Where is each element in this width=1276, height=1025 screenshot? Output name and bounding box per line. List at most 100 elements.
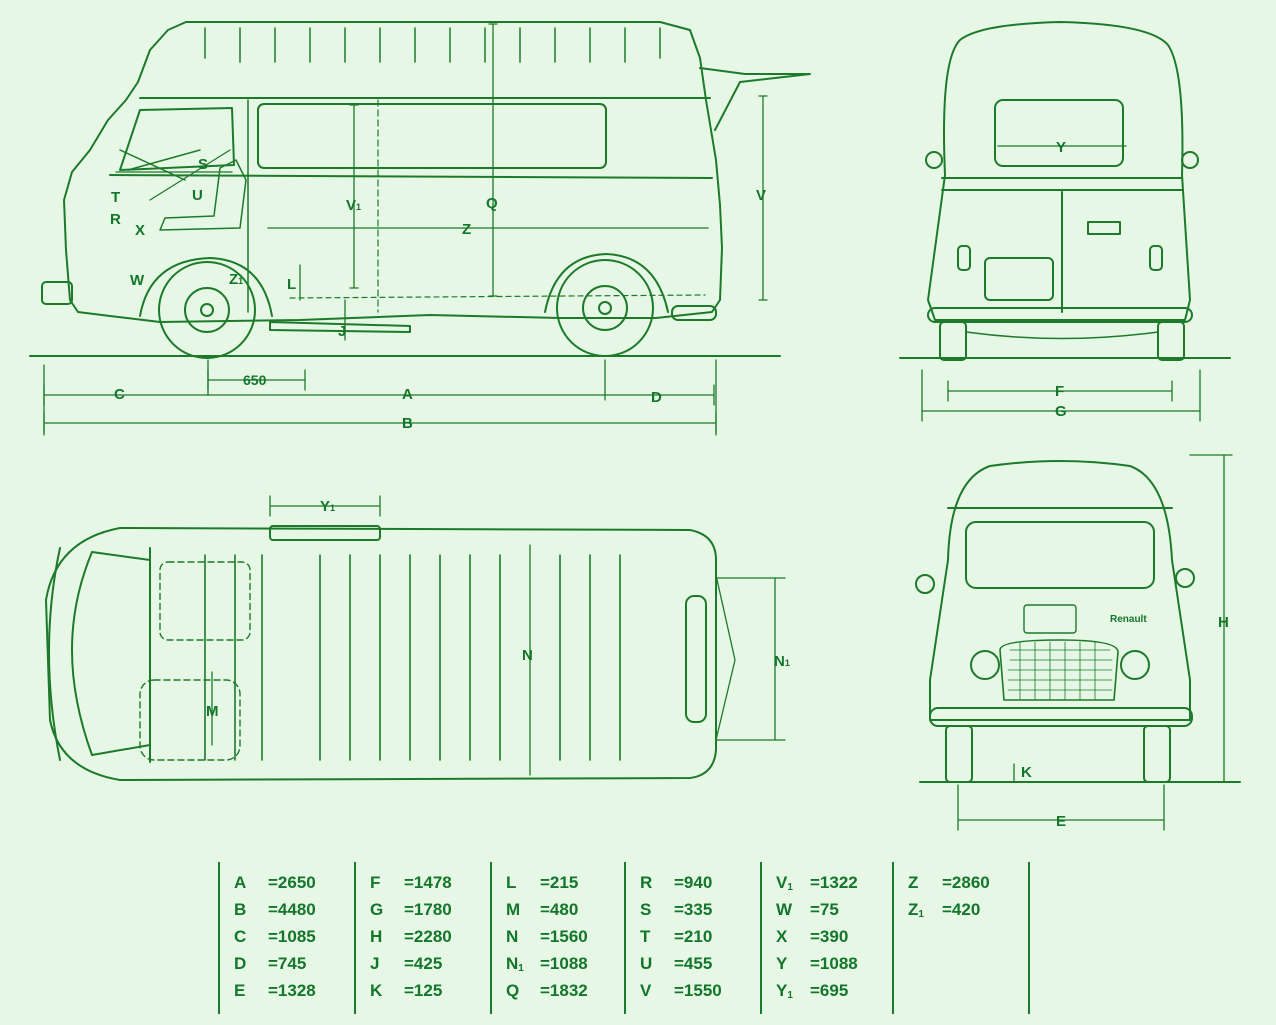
legend-row: X =390 xyxy=(776,924,848,950)
legend-key: Y xyxy=(776,954,788,973)
side-dimensions xyxy=(43,23,768,436)
side-front-wheel xyxy=(158,261,256,359)
top-view: Y1 N M N1 xyxy=(45,495,790,781)
front-badge xyxy=(1023,604,1077,634)
top-roof-hatch xyxy=(269,525,381,541)
label-K: K xyxy=(1021,764,1032,781)
front-left-headlight xyxy=(970,650,1000,680)
side-rear-wheel xyxy=(556,259,654,357)
legend-value: =420 xyxy=(942,900,981,919)
legend-key: B xyxy=(234,900,247,919)
legend-key: X xyxy=(776,927,788,946)
label-Y: Y xyxy=(1056,139,1066,156)
side-floor-line xyxy=(289,294,706,299)
rear-axle xyxy=(965,331,1159,340)
front-right-tyre xyxy=(1143,725,1171,783)
side-rear-bumper xyxy=(671,305,717,321)
rear-right-mirror xyxy=(1181,151,1199,169)
legend-key: H xyxy=(370,927,383,946)
label-Q: Q xyxy=(486,195,498,212)
legend-row: J=425 xyxy=(370,951,442,977)
front-left-mirror xyxy=(915,574,935,594)
legend-row: N=1560 xyxy=(506,924,588,950)
legend-value: =335 xyxy=(674,900,713,919)
legend-row: G=1780 xyxy=(370,897,452,923)
side-front-hubcap xyxy=(200,303,214,317)
label-N1: N1 xyxy=(774,653,790,670)
side-lower-belt xyxy=(109,174,713,179)
legend-value: =695 xyxy=(810,981,849,1000)
rear-view: Y F G xyxy=(899,21,1231,422)
top-cab-windshield xyxy=(71,551,151,756)
legend-row: T =210 xyxy=(640,924,712,950)
side-front-hub xyxy=(184,287,230,333)
top-dimensions xyxy=(211,495,786,776)
legend-key: T xyxy=(640,927,651,946)
top-rear-door xyxy=(685,595,707,723)
legend-row: H =2280 xyxy=(370,924,452,950)
label-F: F xyxy=(1055,383,1064,400)
label-Z1: Z1 xyxy=(229,271,243,288)
label-W: W xyxy=(130,272,145,289)
front-grille-mesh xyxy=(1007,641,1113,701)
side-rear-hub xyxy=(582,285,628,331)
legend-row: A=2650 xyxy=(234,870,316,896)
legend-value: =390 xyxy=(810,927,849,946)
legend-value: =1550 xyxy=(674,981,722,1000)
legend-key: D xyxy=(234,954,247,973)
legend-row: B=4480 xyxy=(234,897,316,923)
legend-value: =1088 xyxy=(810,954,858,973)
legend-key: Z xyxy=(908,873,919,892)
legend-value: =125 xyxy=(404,981,443,1000)
legend-value: =2280 xyxy=(404,927,452,946)
label-D: D xyxy=(651,389,662,406)
label-N: N xyxy=(522,647,533,664)
front-left-tyre xyxy=(945,725,973,783)
legend-key: A xyxy=(234,873,247,892)
label-B: B xyxy=(402,415,413,432)
front-brand: Renault xyxy=(1110,614,1147,625)
side-rear-door-open xyxy=(699,67,811,131)
legend-row: S=335 xyxy=(640,897,712,923)
rear-belt xyxy=(941,177,1183,191)
legend-row: N1=1088 xyxy=(506,951,588,977)
legend-value: =1085 xyxy=(268,927,316,946)
front-right-mirror xyxy=(1175,568,1195,588)
legend-key: V1 xyxy=(776,873,793,893)
label-Z: Z xyxy=(462,221,471,238)
legend-row: U=455 xyxy=(640,951,712,977)
front-bumper xyxy=(929,707,1193,727)
legend-key: Z1 xyxy=(908,900,924,920)
legend-value: =1478 xyxy=(404,873,452,892)
label-V1: V1 xyxy=(346,197,361,214)
rear-license-plate xyxy=(984,257,1054,301)
legend-key: K xyxy=(370,981,383,1000)
legend-value: =1560 xyxy=(540,927,588,946)
front-grille xyxy=(999,639,1119,701)
top-tailgate-line xyxy=(715,574,736,741)
legend-end-rule xyxy=(1028,862,1030,1014)
legend-key: R xyxy=(640,873,653,892)
top-seat-rear xyxy=(139,679,241,761)
legend-value: =210 xyxy=(674,927,713,946)
label-U: U xyxy=(192,187,203,204)
rear-left-light xyxy=(957,245,971,271)
label-R: R xyxy=(110,211,121,228)
legend-row: W=75 xyxy=(776,897,839,923)
side-rear-hubcap xyxy=(598,301,612,315)
label-A: A xyxy=(402,386,413,403)
legend-value: =1328 xyxy=(268,981,316,1000)
legend-value: =75 xyxy=(810,900,839,919)
label-650: 650 xyxy=(243,372,267,388)
rear-right-tyre xyxy=(1157,321,1185,361)
side-body-outline xyxy=(63,21,723,323)
legend-key: F xyxy=(370,873,381,892)
label-M: M xyxy=(206,703,219,720)
side-front-arch xyxy=(139,257,273,317)
legend-value: =940 xyxy=(674,873,713,892)
